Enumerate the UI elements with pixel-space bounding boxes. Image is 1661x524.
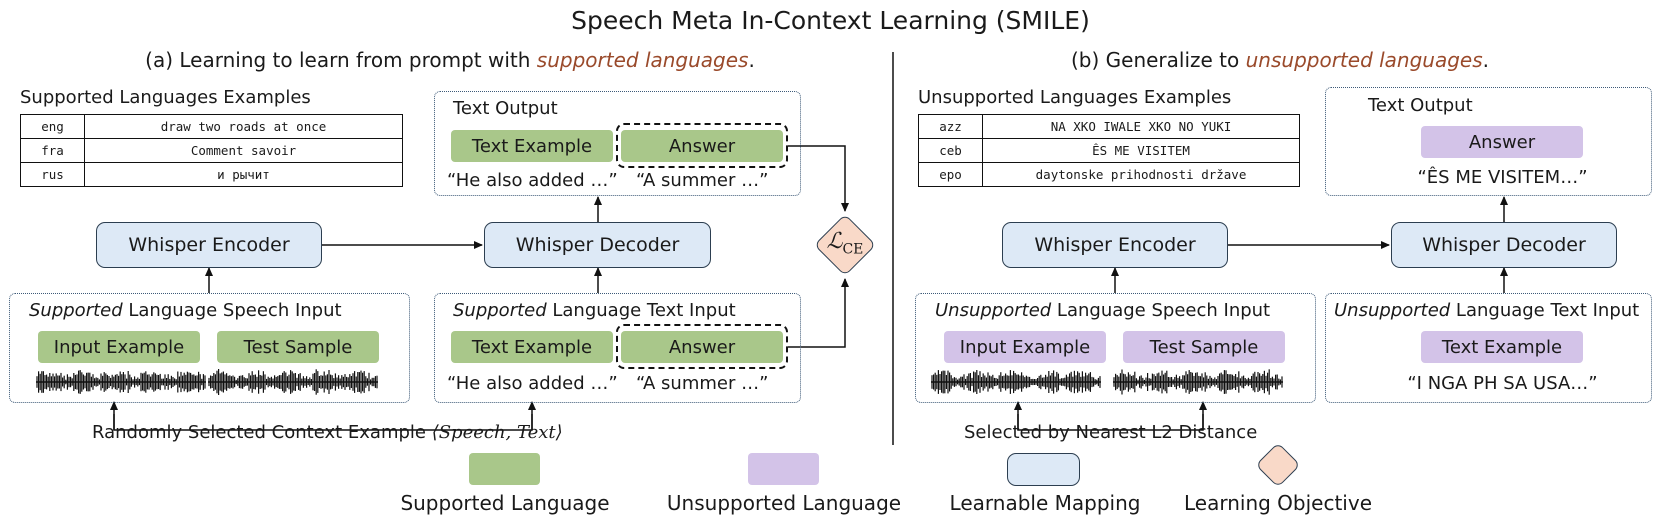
section-b-subtitle: (b) Generalize to unsupported languages.	[1070, 48, 1490, 72]
loss-ce-label: ℒCE	[826, 229, 864, 258]
l2-selection-caption: Selected by Nearest L2 Distance	[964, 422, 1258, 443]
text-input-panel	[434, 293, 801, 403]
speech-waveform-test	[1113, 369, 1283, 395]
whisper-decoder: Whisper Decoder	[484, 222, 711, 268]
test-sample-pill: Test Sample	[217, 331, 379, 363]
speech-input-panel	[915, 293, 1316, 403]
whisper-decoder: Whisper Decoder	[1391, 222, 1617, 268]
supported-examples-title: Supported Languages Examples	[20, 87, 311, 108]
text-example-pill: Text Example	[451, 331, 613, 363]
speech-input-label: Unsupported Language Speech Input	[935, 300, 1271, 321]
legend-label-supported: Supported Language	[400, 491, 610, 515]
text-output-panel	[1325, 87, 1652, 196]
speech-waveform-test	[208, 369, 378, 395]
text-input-panel	[1325, 293, 1652, 403]
text-input-label: Supported Language Text Input	[453, 300, 736, 321]
speech-input-label: Supported Language Speech Input	[29, 300, 342, 321]
arrow-input-answer-to-loss	[788, 278, 849, 348]
text-output-label: Text Output	[453, 98, 558, 119]
context-example-caption: Randomly Selected Context Example ⟨Speec…	[92, 422, 563, 443]
legend-label-objective: Learning Objective	[1183, 491, 1373, 515]
quote-answer: “A summer …”	[636, 373, 769, 394]
quote-example: “He also added …”	[447, 373, 618, 394]
diagram-title: Speech Meta In-Context Learning (SMILE)	[571, 6, 1090, 35]
legend-swatch-supported	[469, 453, 540, 485]
text-example-pill: Text Example	[451, 130, 613, 162]
whisper-encoder: Whisper Encoder	[96, 222, 322, 268]
answer-pill: Answer	[1421, 126, 1583, 158]
legend-label-unsupported: Unsupported Language	[666, 491, 902, 515]
answer-dashed-frame	[616, 123, 788, 168]
legend-label-learnable: Learnable Mapping	[949, 491, 1141, 515]
answer-pill: Answer	[621, 331, 783, 363]
speech-input-panel	[9, 293, 410, 403]
answer-dashed-frame	[616, 324, 788, 369]
input-quote: “I NGA PH SA USA…”	[1407, 373, 1598, 394]
legend-swatch-learnable	[1007, 453, 1080, 486]
text-output-label: Text Output	[1368, 95, 1473, 116]
test-sample-pill: Test Sample	[1123, 331, 1285, 363]
quote-example: “He also added …”	[447, 170, 618, 191]
text-output-panel	[434, 91, 801, 196]
arrow-output-answer-to-loss	[788, 145, 849, 212]
quote-answer: “A summer …”	[636, 170, 769, 191]
unsupported-examples-title: Unsupported Languages Examples	[918, 87, 1232, 108]
legend-swatch-unsupported	[748, 453, 819, 485]
text-input-label: Unsupported Language Text Input	[1334, 300, 1640, 321]
answer-pill: Answer	[621, 130, 783, 162]
speech-waveform-input	[931, 370, 1101, 394]
output-quote: “ÊS ME VISITEM…”	[1417, 167, 1588, 188]
text-example-pill: Text Example	[1421, 331, 1583, 363]
input-example-pill: Input Example	[38, 331, 200, 363]
input-example-pill: Input Example	[944, 331, 1106, 363]
whisper-encoder: Whisper Encoder	[1002, 222, 1228, 268]
speech-waveform-input	[36, 370, 206, 394]
section-a-subtitle: (a) Learning to learn from prompt with s…	[145, 48, 755, 72]
